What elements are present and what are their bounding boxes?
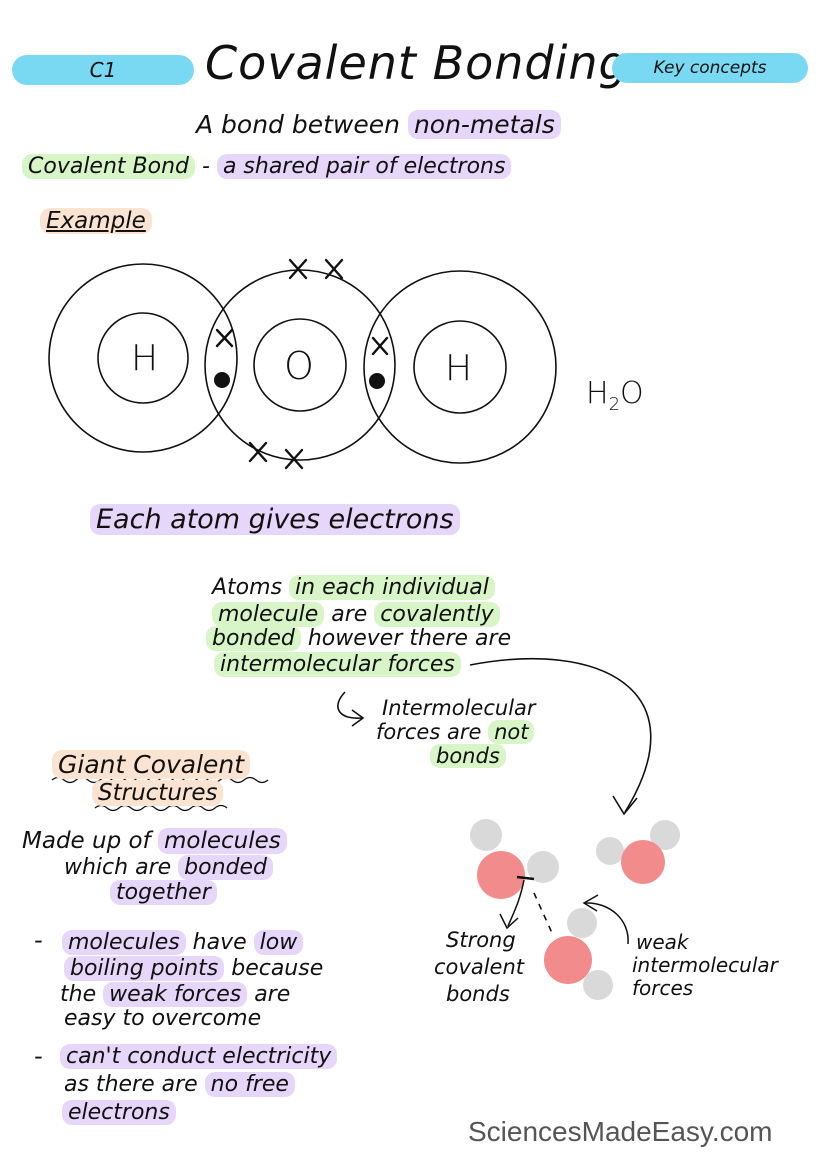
example-heading-text: Example	[40, 208, 152, 234]
intro-prefix: A bond between	[196, 110, 408, 139]
giant-heading-line1: Giant Covalent	[52, 750, 251, 779]
hydrogen-atom	[470, 819, 502, 851]
chapter-tag-label: C1	[89, 58, 117, 82]
intermolecular-force-dash	[533, 892, 553, 934]
definition-line: Covalent Bond - a shared pair of electro…	[22, 154, 512, 179]
note-highlight: intermolecular forces	[214, 652, 461, 677]
weak-label-line1: weak	[636, 930, 689, 954]
formula-subscript: 2	[608, 394, 621, 415]
note-text: are	[324, 602, 375, 627]
molecules-note-line2: molecule are covalently	[212, 602, 500, 627]
made-up-line1: Made up of molecules	[22, 828, 287, 854]
hook-arrow-to-note	[337, 691, 363, 719]
definition-term: Covalent Bond	[22, 154, 195, 179]
body-highlight: molecules	[62, 930, 186, 955]
body-highlight: boiling points	[64, 956, 225, 981]
note-highlight: bonded	[206, 626, 301, 651]
atom-label-right: H	[445, 348, 473, 389]
made-up-line3: together	[110, 880, 217, 905]
strong-label-line3: bonds	[446, 982, 510, 1006]
bullet2-line2: as there are no free	[64, 1072, 295, 1097]
body-text: are	[247, 982, 291, 1007]
body-text: because	[224, 956, 324, 981]
note-highlight: bonds	[430, 744, 506, 768]
bullet1-line2: boiling points because	[64, 956, 323, 981]
bullet2-line3: electrons	[62, 1100, 176, 1125]
bullet1-line1: molecules have low	[62, 930, 304, 955]
molecules-note-line4: intermolecular forces	[214, 652, 461, 677]
body-text: which are	[64, 855, 179, 880]
atom-label-left: H	[131, 338, 159, 379]
example-heading: Example	[40, 208, 152, 234]
body-text: the	[60, 982, 104, 1007]
giant-heading-text: Structures	[92, 780, 224, 806]
body-highlight: bonded	[178, 855, 273, 880]
giant-heading-text: Giant Covalent	[52, 750, 251, 779]
hydrogen-atom	[527, 851, 559, 883]
definition-separator: -	[195, 154, 217, 179]
definition-meaning: a shared pair of electrons	[216, 154, 512, 179]
body-highlight: weak forces	[103, 982, 248, 1007]
strong-bond-arrow	[507, 879, 525, 927]
giant-heading-line2: Structures	[92, 780, 224, 806]
oxygen-atom	[477, 851, 525, 899]
body-highlight: low	[253, 930, 304, 955]
intermolecular-note-line3: bonds	[430, 744, 506, 768]
body-highlight: can't conduct electricity	[60, 1044, 338, 1069]
note-text: however there are	[300, 626, 512, 651]
body-text: Made up of	[22, 828, 158, 854]
intro-highlight: non-metals	[407, 110, 561, 139]
caption-text: Each atom gives electrons	[90, 504, 460, 535]
hydrogen-atom	[567, 908, 597, 938]
formula: H2O	[586, 376, 644, 415]
covalent-bond-mark	[516, 875, 535, 881]
oxygen-atom	[544, 936, 592, 984]
body-highlight: no free	[204, 1072, 295, 1097]
oxygen-atom	[621, 840, 665, 884]
body-text: have	[185, 930, 254, 955]
page-title: Covalent Bonding	[205, 36, 629, 90]
weak-label-line3: forces	[632, 976, 694, 1000]
formula-end: O	[620, 376, 644, 411]
key-concepts-label: Key concepts	[653, 58, 767, 78]
strong-label-line2: covalent	[434, 955, 524, 979]
hydrogen-atom	[596, 837, 624, 865]
note-text: Atoms	[212, 575, 290, 600]
footer-brand: SciencesMadeEasy.com	[468, 1116, 773, 1147]
molecules-note-line3: bonded however there are	[206, 626, 511, 651]
weak-label-line2: intermolecular	[632, 953, 778, 977]
bullet1-dash: -	[34, 926, 43, 954]
key-concepts-tag: Key concepts	[612, 53, 808, 83]
note-highlight: in each individual	[289, 575, 495, 600]
intermolecular-note-line2: forces are not	[376, 720, 535, 744]
note-highlight: not	[488, 720, 535, 744]
weak-force-arrow	[584, 902, 629, 945]
bullet1-line3: the weak forces are	[60, 982, 290, 1007]
example-caption: Each atom gives electrons	[90, 504, 460, 535]
body-highlight: electrons	[62, 1100, 176, 1125]
intermolecular-note-line1: Intermolecular	[382, 696, 536, 720]
note-text: forces are	[376, 720, 489, 744]
hydrogen-atom	[583, 970, 613, 1000]
note-highlight: covalently	[374, 602, 500, 627]
body-text: as there are	[64, 1072, 205, 1097]
body-highlight: together	[110, 880, 217, 905]
intro-line: A bond between non-metals	[196, 110, 561, 139]
note-highlight: molecule	[212, 602, 325, 627]
body-highlight: molecules	[157, 828, 287, 854]
hydrogen-atom	[650, 820, 680, 850]
bullet2-dash: -	[34, 1042, 43, 1070]
atom-label-center: O	[284, 344, 314, 388]
made-up-line2: which are bonded	[64, 855, 273, 880]
chapter-tag: C1	[12, 55, 194, 85]
molecules-note-line1: Atoms in each individual	[212, 575, 495, 600]
strong-label-line1: Strong	[446, 928, 516, 952]
bullet2-line1: can't conduct electricity	[60, 1044, 338, 1069]
bullet1-line4: easy to overcome	[64, 1006, 262, 1031]
formula-main: H	[586, 376, 609, 411]
